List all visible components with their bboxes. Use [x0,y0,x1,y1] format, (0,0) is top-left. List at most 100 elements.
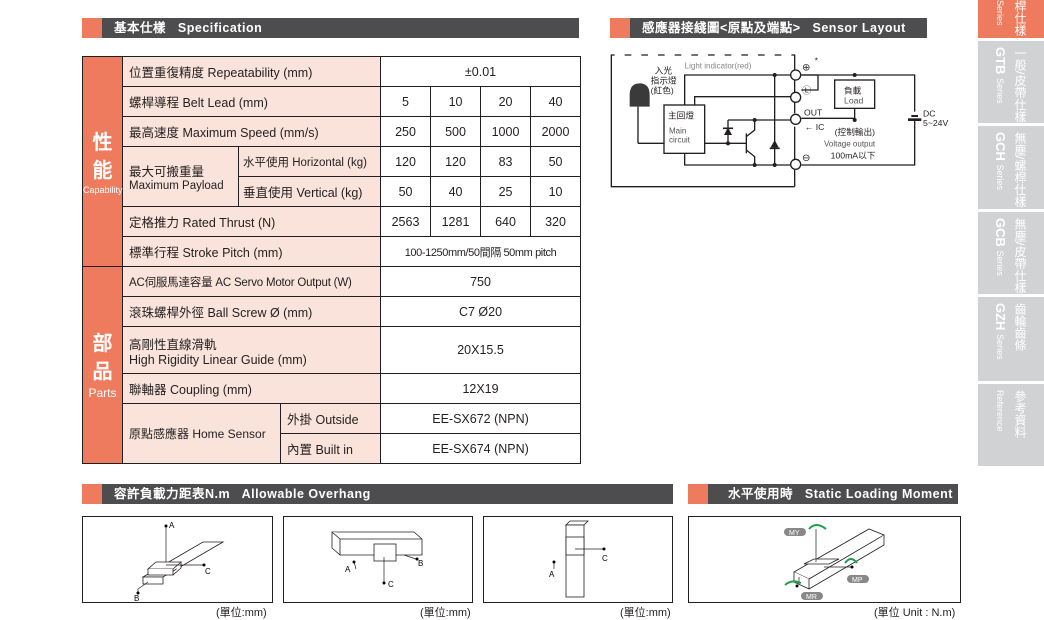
row-label: 標準行程 Stroke Pitch (mm) [121,236,382,267]
row-value: 750 [380,266,582,297]
cell: 10 [530,176,582,207]
cell: 10 [430,86,482,117]
svg-text:MR: MR [806,594,817,601]
svg-text:負載: 負載 [844,84,862,95]
svg-text:A: A [345,565,351,574]
light-indicator-label: Light indicator(red) [685,61,752,70]
svg-text:C: C [205,567,211,576]
svg-text:100mA以下: 100mA以下 [831,150,876,160]
cell: 20 [480,86,532,117]
svg-text:*: * [815,55,819,65]
cell: 120 [430,146,482,177]
svg-text:A: A [549,570,555,579]
row-label: 內置 Built in [279,433,382,464]
row-value: 100-1250mm/50間隔 50mm pitch [380,236,582,267]
cell: 40 [430,176,482,207]
cell: 640 [480,206,532,237]
cell: 1000 [480,116,532,147]
svg-text:circuit: circuit [669,136,691,145]
svg-text:← IC: ← IC [805,122,825,132]
row-label: 垂直使用 Vertical (kg) [237,176,382,207]
svg-text:指示燈: 指示燈 [651,74,677,85]
row-value: EE-SX672 (NPN) [380,403,582,434]
svg-text:Voltage output: Voltage output [824,140,876,149]
row-label: 位置重復精度 Repeatability (mm) [121,56,382,87]
spec-header: 基本仕樣 Specification [82,18,579,38]
cell: 1281 [430,206,482,237]
overhang-header: 容許負載力距表N.m Allowable Overhang [82,484,673,504]
row-label: AC伺服馬達容量 AC Servo Motor Output (W) [121,266,382,297]
table-row: 聯軸器 Coupling (mm) 12X19 [83,373,582,404]
svg-text:C: C [388,580,394,589]
cell: 25 [480,176,532,207]
row-label: 聯軸器 Coupling (mm) [121,373,382,404]
unit-caption: (單位:mm) [620,607,671,619]
svg-text:DC: DC [923,109,936,119]
row-value: 20X15.5 [380,326,582,374]
svg-text:Ⓛ: Ⓛ [802,85,811,95]
sensor-header: 感應器接綫圖<原點及端點> Sensor Layout [610,18,927,38]
row-value: ±0.01 [380,56,582,87]
row-label: 滾珠螺桿外徑 Ball Screw Ø (mm) [121,296,382,327]
table-row: 原點感應器 Home Sensor 外掛 Outside EE-SX672 (N… [83,403,582,464]
cell: 40 [530,86,582,117]
unit-caption: (單位:mm) [216,607,267,619]
cell: 250 [380,116,432,147]
cell: 50 [530,146,582,177]
overhang-diagram-wall: C B A [283,516,473,603]
row-label: 外掛 Outside [279,403,382,434]
row-label: 最高速度 Maximum Speed (mm/s) [121,116,382,147]
cell: 2000 [530,116,582,147]
cell: 83 [480,146,532,177]
svg-text:OUT: OUT [804,108,823,118]
svg-text:入光: 入光 [655,64,673,75]
table-row: 滾珠螺桿外徑 Ball Screw Ø (mm) C7 Ø20 [83,296,582,327]
svg-text:Main: Main [669,126,686,135]
unit-caption: (單位:mm) [420,607,471,619]
cell: 120 [380,146,432,177]
svg-text:(紅色): (紅色) [651,84,674,95]
svg-text:A: A [169,521,175,530]
svg-text:(控制輸出): (控制輸出) [835,126,876,137]
row-label: 水平使用 Horizontal (kg) [237,146,382,177]
row-label: 原點感應器 Home Sensor [122,403,281,464]
cell: 2563 [380,206,432,237]
cell: 320 [530,206,582,237]
table-row: 內置 Built in EE-SX674 (NPN) [83,433,582,464]
row-label: 定格推力 Rated Thrust (N) [121,206,382,237]
svg-text:⊖: ⊖ [802,153,810,164]
svg-text:⊕: ⊕ [802,63,810,74]
table-row: 標準行程 Stroke Pitch (mm) 100-1250mm/50間隔 5… [83,236,582,267]
svg-text:B: B [418,559,423,568]
svg-text:主回燈: 主回燈 [668,109,694,120]
row-value: C7 Ø20 [380,296,582,327]
svg-text:MP: MP [852,577,863,584]
row-value: 12X19 [380,373,582,404]
svg-text:C: C [602,554,608,563]
cell: 50 [380,176,432,207]
unit-caption: (單位 Unit : N.m) [874,607,956,619]
